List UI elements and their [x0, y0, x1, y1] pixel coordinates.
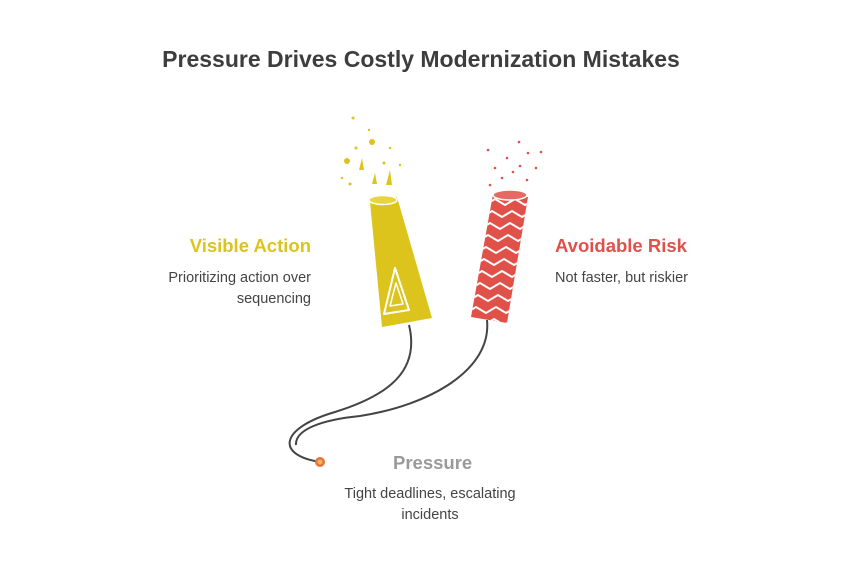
fuse-spark-icon [315, 457, 325, 467]
diagram-title: Pressure Drives Costly Modernization Mis… [162, 46, 680, 72]
visible-action-title: Visible Action [189, 235, 311, 256]
avoidable-risk-description: Not faster, but riskier [555, 270, 688, 286]
yellow-firecracker-icon [340, 116, 432, 327]
avoidable-risk-fuse [294, 319, 489, 446]
avoidable-risk-title: Avoidable Risk [555, 235, 687, 256]
pressure-title: Pressure [393, 452, 473, 473]
visible-action-fuse [288, 324, 413, 463]
visible-action-description: Prioritizing action over sequencing [168, 270, 311, 307]
red-firecracker-icon [471, 140, 543, 323]
pressure-description: Tight deadlines, escalating incidents [344, 486, 516, 523]
